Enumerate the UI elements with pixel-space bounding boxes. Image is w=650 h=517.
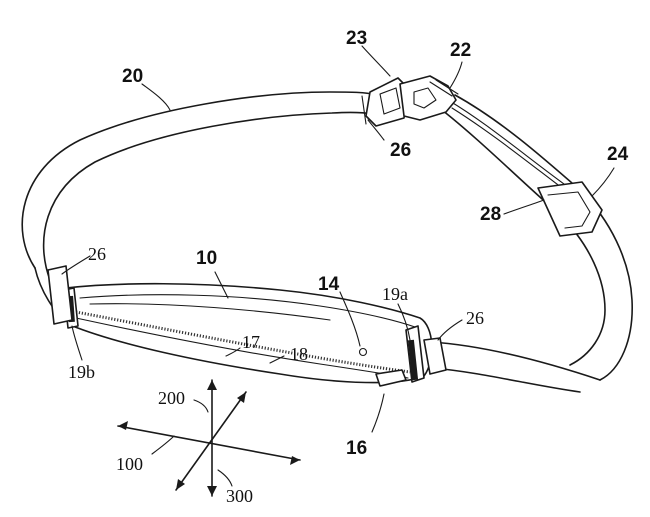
- label-19a: 19a: [382, 284, 408, 304]
- labels: 20 23 22 26 24 28 26 10 14 19a 26 17 18 …: [68, 28, 629, 506]
- label-16: 16: [346, 438, 367, 459]
- label-26-right: 26: [466, 308, 484, 328]
- pouch: [47, 265, 447, 387]
- label-23: 23: [346, 28, 367, 49]
- label-26-left: 26: [88, 244, 106, 264]
- label-200: 200: [158, 388, 185, 408]
- label-22: 22: [450, 40, 471, 61]
- label-14: 14: [318, 274, 340, 295]
- label-24: 24: [607, 144, 629, 165]
- label-100: 100: [116, 454, 143, 474]
- label-300: 300: [226, 486, 253, 506]
- label-19b: 19b: [68, 362, 95, 382]
- label-20: 20: [122, 66, 143, 87]
- label-28: 28: [480, 204, 501, 225]
- label-17: 17: [242, 332, 260, 352]
- buckle: [365, 75, 459, 127]
- label-18: 18: [290, 344, 308, 364]
- leader-lines: [61, 45, 615, 487]
- axes: [117, 379, 301, 497]
- label-10: 10: [196, 248, 217, 269]
- label-26-top: 26: [390, 140, 411, 161]
